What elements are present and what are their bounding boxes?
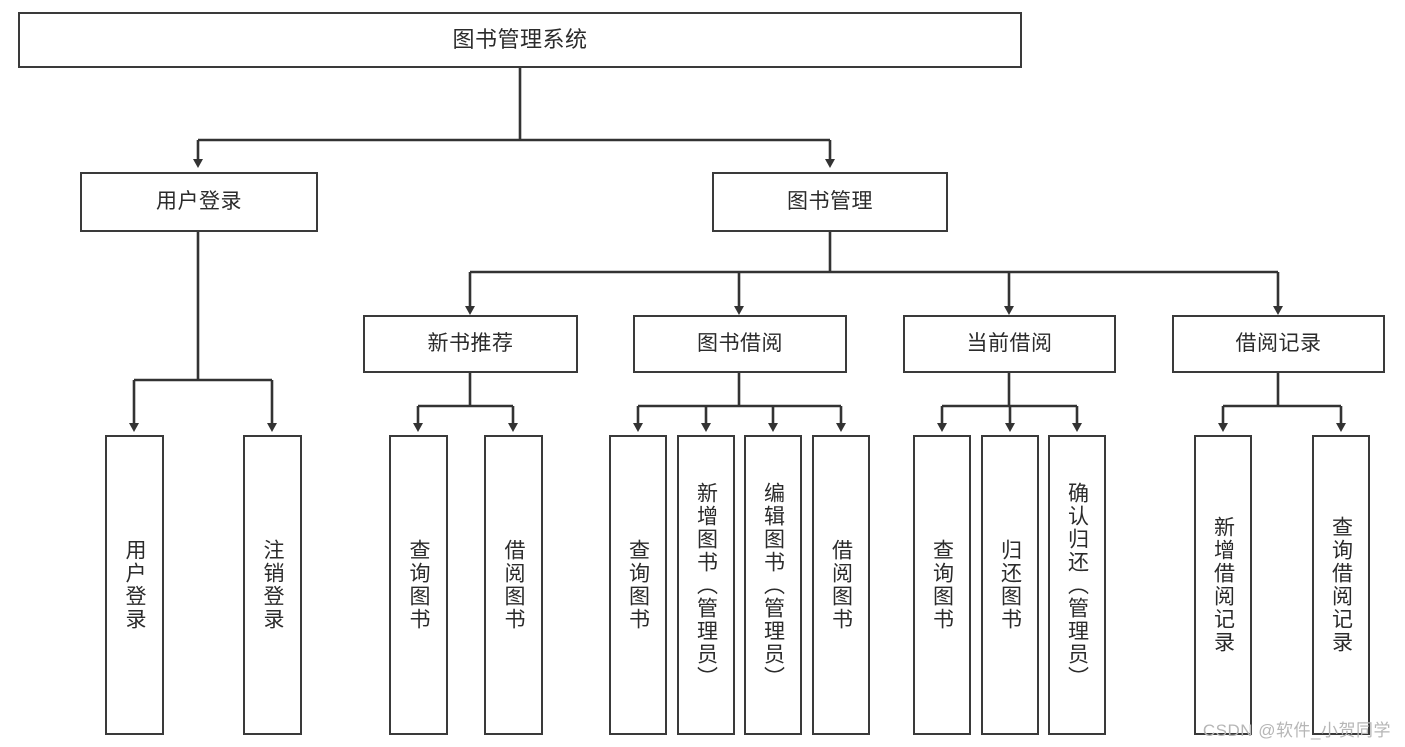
leaf-user-login-1[interactable]: 用户登录: [105, 435, 164, 735]
node-current-borrow[interactable]: 当前借阅: [903, 315, 1116, 373]
node-label: 编辑图书（管理员）: [761, 481, 785, 689]
leaf-book-borrow-1[interactable]: 查询图书: [609, 435, 667, 735]
node-label: 借阅图书: [829, 539, 853, 631]
node-book-management[interactable]: 图书管理: [712, 172, 948, 232]
node-book-borrow[interactable]: 图书借阅: [633, 315, 847, 373]
node-label: 当前借阅: [966, 331, 1053, 355]
connector-lines: [129, 68, 1346, 432]
node-new-book-recommend[interactable]: 新书推荐: [363, 315, 578, 373]
node-label: 用户登录: [123, 539, 146, 631]
node-label: 图书管理系统: [452, 27, 588, 53]
leaf-current-borrow-3[interactable]: 确认归还（管理员）: [1048, 435, 1106, 735]
leaf-current-borrow-1[interactable]: 查询图书: [913, 435, 971, 735]
node-root-book-management-system[interactable]: 图书管理系统: [18, 12, 1022, 68]
node-borrow-record[interactable]: 借阅记录: [1172, 315, 1385, 373]
node-label: 借阅图书: [502, 539, 525, 631]
node-label: 查询借阅记录: [1329, 516, 1353, 654]
leaf-book-borrow-3[interactable]: 编辑图书（管理员）: [744, 435, 802, 735]
leaf-borrow-record-1[interactable]: 新增借阅记录: [1194, 435, 1252, 735]
node-label: 新增图书（管理员）: [694, 481, 718, 689]
leaf-current-borrow-2[interactable]: 归还图书: [981, 435, 1039, 735]
node-label: 借阅记录: [1235, 331, 1322, 355]
leaf-borrow-record-2[interactable]: 查询借阅记录: [1312, 435, 1370, 735]
node-label: 用户登录: [156, 189, 242, 213]
node-label: 新增借阅记录: [1211, 516, 1235, 654]
node-label: 注销登录: [261, 539, 284, 631]
leaf-new-book-1[interactable]: 查询图书: [389, 435, 448, 735]
leaf-book-borrow-4[interactable]: 借阅图书: [812, 435, 870, 735]
node-label: 确认归还（管理员）: [1065, 481, 1089, 689]
node-label: 查询图书: [626, 539, 650, 631]
node-label: 图书借阅: [697, 331, 783, 355]
node-label: 查询图书: [407, 539, 430, 631]
leaf-book-borrow-2[interactable]: 新增图书（管理员）: [677, 435, 735, 735]
leaf-new-book-2[interactable]: 借阅图书: [484, 435, 543, 735]
node-label: 图书管理: [787, 189, 873, 213]
node-label: 查询图书: [930, 539, 954, 631]
node-label: 新书推荐: [427, 331, 514, 355]
node-label: 归还图书: [998, 539, 1022, 631]
node-user-login[interactable]: 用户登录: [80, 172, 318, 232]
leaf-user-login-2[interactable]: 注销登录: [243, 435, 302, 735]
